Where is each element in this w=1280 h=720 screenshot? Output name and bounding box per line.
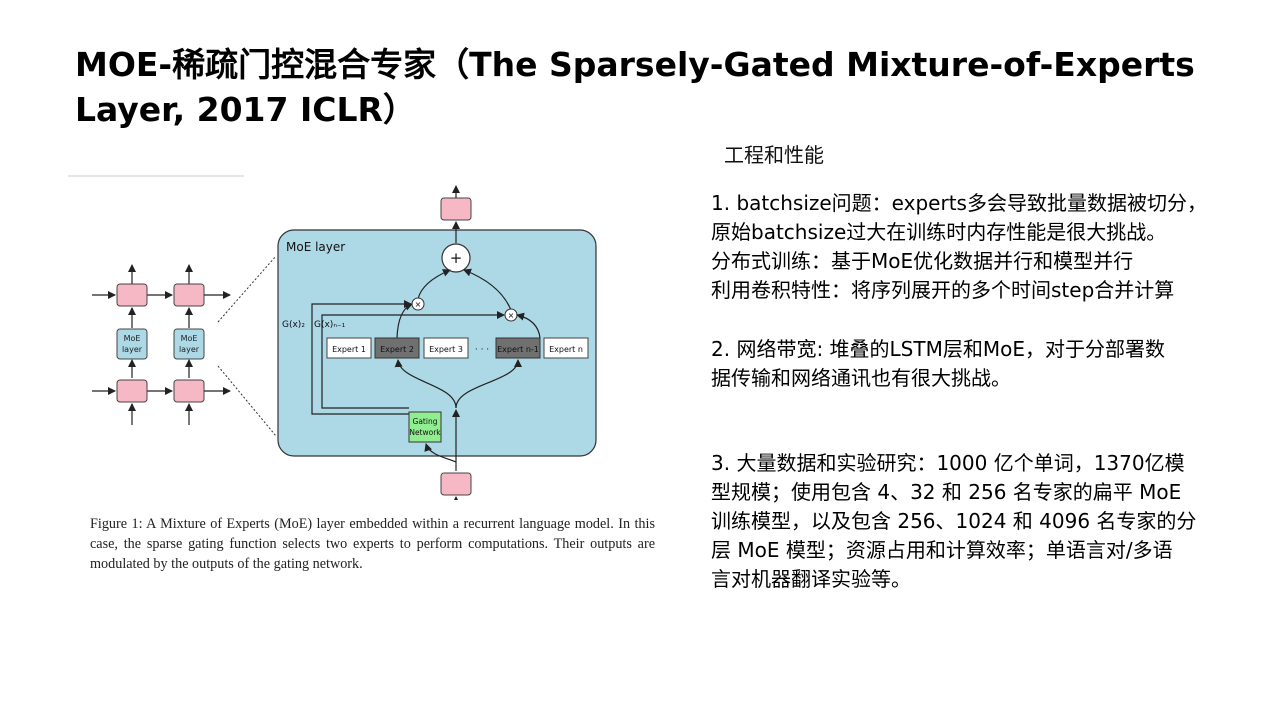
moe-diagram-svg: MoE layer MoE layer MoE layer + × × G(x)… <box>68 175 597 510</box>
gating-wire-2 <box>311 300 412 415</box>
slide-title: MOE-稀疏门控混合专家（The Sparsely-Gated Mixture-… <box>75 42 1245 132</box>
input-cell <box>440 472 472 496</box>
zoom-line <box>217 255 277 323</box>
rnn-cell <box>173 283 205 307</box>
rnn-cell <box>116 379 148 403</box>
title-line-1: MOE-稀疏门控混合专家（The Sparsely-Gated Mixture-… <box>75 45 1195 84</box>
expert-label: Expert n <box>549 345 583 354</box>
expert-label: Expert 3 <box>429 345 463 354</box>
ellipsis: · · · <box>475 345 489 355</box>
expert-label: Expert 1 <box>332 345 366 354</box>
small-moe-label: MoE <box>124 334 141 343</box>
text-line: 2. 网络带宽: 堆叠的LSTM层和MoE，对于分部署数 <box>711 337 1165 361</box>
expert-label: Expert n-1 <box>497 345 539 354</box>
text-line: 利用卷积特性：将序列展开的多个时间step合并计算 <box>711 278 1175 302</box>
times-symbol: × <box>415 300 422 309</box>
small-moe-box <box>116 328 148 360</box>
text-line: 层 MoE 模型；资源占用和计算效率；单语言对/多语 <box>711 538 1173 562</box>
text-line: 1. batchsize问题：experts多会导致批量数据被切分， <box>711 191 1207 215</box>
expert-box <box>543 337 589 359</box>
paragraph-bandwidth: 2. 网络带宽: 堆叠的LSTM层和MoE，对于分部署数 据传输和网络通讯也有很… <box>711 335 1271 393</box>
zoom-line <box>217 365 277 437</box>
plus-symbol: + <box>450 249 463 267</box>
text-line: 言对机器翻译实验等。 <box>711 567 911 591</box>
expert-label: Expert 2 <box>380 345 414 354</box>
text-line: 分布式训练：基于MoE优化数据并行和模型并行 <box>711 249 1134 273</box>
rnn-cell <box>116 283 148 307</box>
gating-wire-n1 <box>321 311 505 409</box>
gating-network-box <box>408 411 442 443</box>
gating-label: Gating <box>413 417 438 426</box>
section-heading: 工程和性能 <box>724 143 824 167</box>
figure-caption: Figure 1: A Mixture of Experts (MoE) lay… <box>90 516 655 572</box>
paragraph-experiments: 3. 大量数据和实验研究：1000 亿个单词，1370亿模 型规模；使用包含 4… <box>711 449 1271 594</box>
text-line: 3. 大量数据和实验研究：1000 亿个单词，1370亿模 <box>711 451 1185 475</box>
rnn-cell <box>173 379 205 403</box>
sum-node <box>441 243 471 273</box>
text-line: 据传输和网络通讯也有很大挑战。 <box>711 366 1011 390</box>
moe-layer-label: MoE layer <box>286 240 345 254</box>
expert-box-active <box>495 337 541 359</box>
output-cell <box>440 197 472 221</box>
g2-label: G(x)₂ <box>282 320 305 330</box>
gn1-label: G(x)ₙ₋₁ <box>314 320 346 330</box>
small-moe-label: MoE <box>181 334 198 343</box>
text-line: 型规模；使用包含 4、32 和 256 名专家的扁平 MoE <box>711 480 1182 504</box>
small-moe-label: layer <box>122 345 143 354</box>
rnn-stack: MoE layer MoE layer <box>92 264 231 425</box>
text-line: 训练模型，以及包含 256、1024 和 4096 名专家的分 <box>711 509 1197 533</box>
small-moe-label: layer <box>179 345 200 354</box>
text-line: 原始batchsize过大在训练时内存性能是很大挑战。 <box>711 220 1167 244</box>
expert-box-active <box>374 337 420 359</box>
moe-figure: MoE layer MoE layer MoE layer + × × G(x)… <box>60 170 660 510</box>
expert-box <box>326 337 372 359</box>
gating-label: Network <box>409 428 441 437</box>
expert-box <box>423 337 469 359</box>
times-symbol: × <box>508 311 515 320</box>
title-line-2: Layer, 2017 ICLR） <box>75 90 416 129</box>
small-moe-box <box>173 328 205 360</box>
paragraph-batchsize: 1. batchsize问题：experts多会导致批量数据被切分， 原始bat… <box>711 189 1271 305</box>
